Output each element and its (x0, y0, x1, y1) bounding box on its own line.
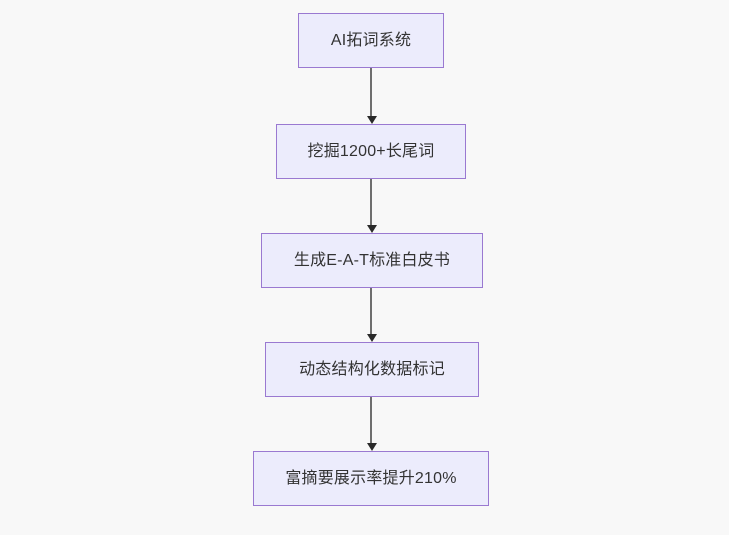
flow-node-label: 挖掘1200+长尾词 (307, 142, 435, 160)
flow-arrow-line (370, 179, 372, 227)
flow-node-n3[interactable]: 生成E-A-T标准白皮书 (261, 233, 483, 288)
flow-node-n4[interactable]: 动态结构化数据标记 (265, 342, 479, 397)
flow-node-n2[interactable]: 挖掘1200+长尾词 (276, 124, 466, 179)
arrowhead-icon (367, 334, 377, 342)
flow-node-n1[interactable]: AI拓词系统 (298, 13, 444, 68)
arrowhead-icon (367, 443, 377, 451)
flow-node-label: 富摘要展示率提升210% (285, 469, 457, 487)
flow-node-label: 生成E-A-T标准白皮书 (293, 251, 451, 269)
flow-arrow-line (370, 397, 372, 445)
flow-node-n5[interactable]: 富摘要展示率提升210% (253, 451, 489, 506)
flow-node-label: 动态结构化数据标记 (299, 360, 445, 378)
arrowhead-icon (367, 225, 377, 233)
flow-arrow-line (370, 288, 372, 336)
arrowhead-icon (367, 116, 377, 124)
flow-node-label: AI拓词系统 (330, 31, 412, 49)
flow-arrow-line (370, 68, 372, 118)
